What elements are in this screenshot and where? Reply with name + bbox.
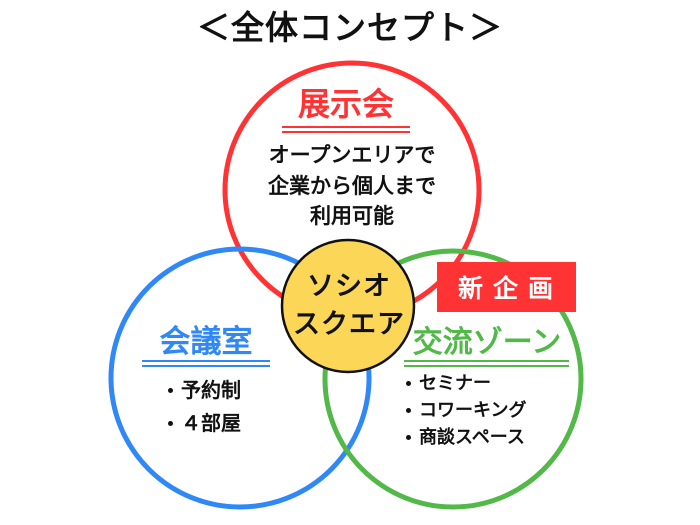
meeting-room-underline-top xyxy=(142,360,270,362)
list-item: 予約制 xyxy=(168,374,241,407)
list-item: 商談スペース xyxy=(406,424,526,451)
exchange-zone-heading: 交流ゾーン xyxy=(412,325,562,360)
center-label-line: スクエア xyxy=(293,309,405,340)
meeting-room-circle xyxy=(108,246,372,510)
bullet-icon xyxy=(168,421,173,426)
bullet-icon xyxy=(406,381,411,386)
exchange-zone-list: セミナー コワーキング 商談スペース xyxy=(406,370,526,451)
meeting-room-list: 予約制 ４部屋 xyxy=(168,374,241,440)
exchange-zone-underline-bottom xyxy=(404,365,569,367)
bullet-icon xyxy=(406,435,411,440)
list-item: コワーキング xyxy=(406,397,526,424)
meeting-room-heading: 会議室 xyxy=(159,324,253,360)
new-plan-badge: 新企画 xyxy=(437,262,576,312)
meeting-room-underline-bottom xyxy=(142,365,270,367)
list-item: ４部屋 xyxy=(168,407,241,440)
exchange-zone-circle xyxy=(322,248,584,510)
exhibition-description-line: オープンエリアで xyxy=(268,143,436,167)
center-label: ソシオ スクエア xyxy=(282,268,416,344)
exhibition-underline-top xyxy=(282,126,410,128)
exhibition-description-line: 利用可能 xyxy=(310,204,394,228)
exhibition-description: オープンエリアで 企業から個人まで 利用可能 xyxy=(230,140,474,232)
exhibition-underline-bottom xyxy=(282,131,410,133)
exhibition-description-line: 企業から個人まで xyxy=(268,173,436,198)
center-label-line: ソシオ xyxy=(307,271,391,302)
center-circle xyxy=(280,238,416,374)
bullet-icon xyxy=(168,388,173,393)
page-title: ＜全体コンセプト＞ xyxy=(197,8,503,47)
list-item: セミナー xyxy=(406,370,526,397)
exchange-zone-underline-top xyxy=(404,360,569,362)
bullet-icon xyxy=(406,408,411,413)
exhibition-heading: 展示会 xyxy=(297,85,394,123)
